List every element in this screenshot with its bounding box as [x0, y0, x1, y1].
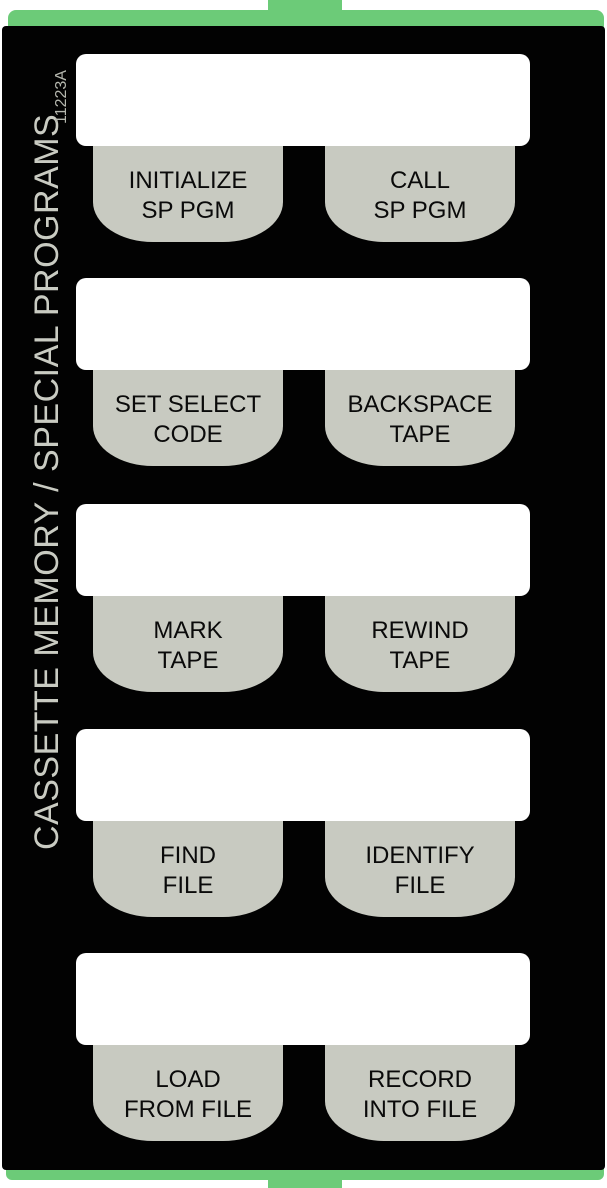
part-number: 11223A	[53, 70, 70, 124]
key-label-line: SP PGM	[141, 197, 235, 224]
key-label-line: TAPE	[157, 647, 219, 674]
key-label-line: INITIALIZE	[128, 167, 248, 194]
key-label-line: SET SELECT	[114, 391, 262, 418]
top-edge	[8, 10, 604, 30]
key-label-line: FILE	[394, 872, 446, 899]
label-strip-4	[76, 729, 530, 821]
key-load-from-file[interactable]: LOAD FROM FILE	[93, 1045, 283, 1141]
key-call-sp-pgm[interactable]: CALL SP PGM	[325, 146, 515, 242]
overlay-title: CASSETTE MEMORY / SPECIAL PROGRAMS	[28, 113, 66, 850]
bottom-edge-tab	[268, 1170, 342, 1188]
key-label-line: FILE	[162, 872, 214, 899]
key-label-line: MARK	[153, 617, 223, 644]
key-label-line: TAPE	[389, 647, 451, 674]
key-label-line: LOAD	[155, 1066, 221, 1093]
key-label-line: BACKSPACE	[347, 391, 493, 418]
key-record-into-file[interactable]: RECORD INTO FILE	[325, 1045, 515, 1141]
key-label-line: INTO FILE	[362, 1096, 478, 1123]
key-backspace-tape[interactable]: BACKSPACE TAPE	[325, 370, 515, 466]
key-label-line: REWIND	[371, 617, 469, 644]
key-label-line: IDENTIFY	[365, 842, 475, 869]
key-rewind-tape[interactable]: REWIND TAPE	[325, 596, 515, 692]
key-label-line: CALL	[389, 167, 451, 194]
key-mark-tape[interactable]: MARK TAPE	[93, 596, 283, 692]
label-strip-1	[76, 54, 530, 146]
key-label-line: SP PGM	[373, 197, 467, 224]
key-label-line: FROM FILE	[123, 1096, 252, 1123]
key-label-line: FIND	[160, 842, 216, 869]
key-identify-file[interactable]: IDENTIFY FILE	[325, 821, 515, 917]
label-strip-5	[76, 953, 530, 1045]
key-label-line: TAPE	[389, 421, 451, 448]
key-find-file[interactable]: FIND FILE	[93, 821, 283, 917]
label-strip-2	[76, 278, 530, 370]
key-initialize-sp-pgm[interactable]: INITIALIZE SP PGM	[93, 146, 283, 242]
key-set-select-code[interactable]: SET SELECT CODE	[93, 370, 283, 466]
key-label-line: CODE	[153, 421, 223, 448]
label-strip-3	[76, 504, 530, 596]
key-label-line: RECORD	[367, 1066, 472, 1093]
